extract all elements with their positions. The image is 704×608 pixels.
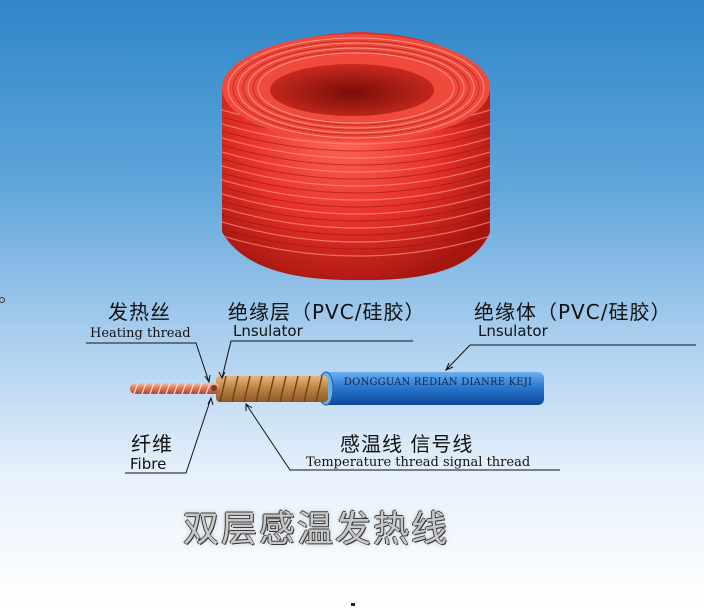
leader-lines xyxy=(86,340,696,474)
fibre-label-en: Fibre xyxy=(130,455,167,473)
insulator-layer-label-cn: 绝缘层（PVC/硅胶） xyxy=(228,300,426,324)
insulator-body-label-cn: 绝缘体（PVC/硅胶） xyxy=(474,300,672,324)
heating-thread-label-cn: 发热丝 xyxy=(108,300,171,324)
edge-mark xyxy=(0,297,5,303)
product-title: 双层感温发热线 xyxy=(183,509,450,550)
bottom-mark xyxy=(351,603,355,606)
coil-body xyxy=(222,32,490,281)
insulator-body-label-en: Lnsulator xyxy=(478,322,548,340)
heating-thread-label-en: Heating thread xyxy=(90,326,191,341)
cable-diagram xyxy=(130,371,544,406)
temp-signal-label-cn: 感温线 信号线 xyxy=(340,432,474,456)
insulator-layer-label-en: Lnsulator xyxy=(233,322,303,340)
fibre-label-cn: 纤维 xyxy=(131,432,173,456)
temp-signal-label-en: Temperature thread signal thread xyxy=(306,455,531,470)
cable-print-text: DONGGUAN REDIAN DIANRE KEJI xyxy=(343,377,533,388)
